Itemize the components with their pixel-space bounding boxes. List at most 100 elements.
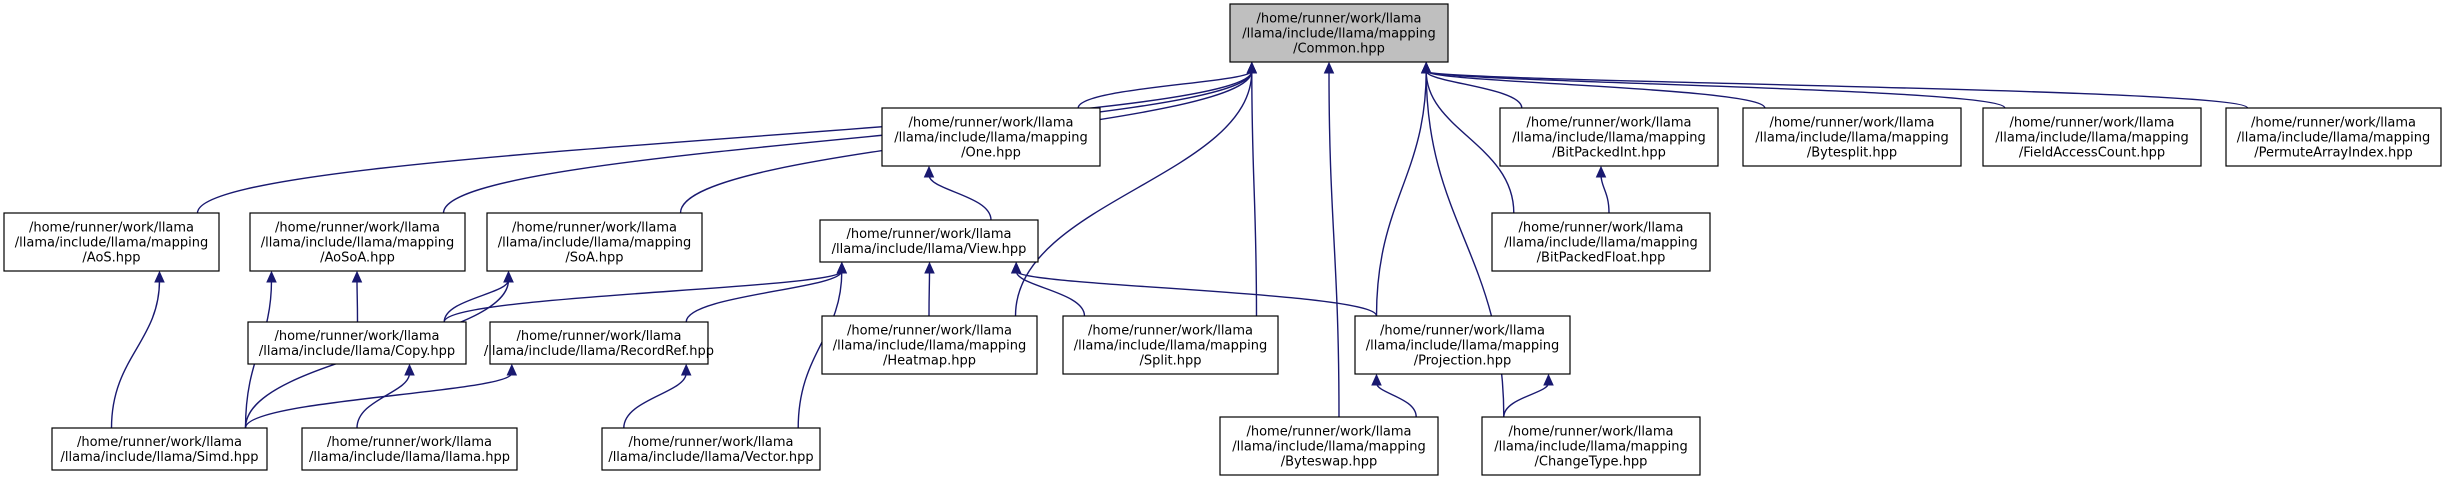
node-one[interactable]: /home/runner/work/llama/llama/include/ll… [881, 107, 1101, 167]
edges-layer [110, 61, 2249, 429]
node-label-line: /home/runner/work/llama [29, 221, 194, 236]
node-label-line: /home/runner/work/llama [2251, 116, 2416, 131]
edge-copy-to-aosoa [356, 279, 359, 323]
arrowhead-simd-to-aos [154, 270, 165, 283]
edge-vector-to-view [797, 270, 843, 429]
edge-bitpackedfloat-to-bitpackedint [1600, 174, 1610, 214]
node-label-line: /home/runner/work/llama [908, 116, 1073, 131]
node-label-line: /llama/include/llama/mapping [1232, 440, 1426, 455]
node-label-line: /llama/include/llama/Simd.hpp [61, 450, 259, 465]
node-label-line: /llama/include/llama/mapping [833, 339, 1027, 354]
arrowhead-simd-to-recordref [506, 363, 518, 376]
node-label-line: /llama/include/llama/mapping [1074, 339, 1268, 354]
edge-recordref-to-view [685, 270, 843, 323]
node-vector[interactable]: /home/runner/work/llama/llama/include/ll… [601, 427, 821, 471]
node-box-simd [51, 427, 268, 471]
arrowhead-changetype-to-common [1420, 61, 1432, 74]
node-label-line: /llama/include/llama/mapping [1494, 440, 1688, 455]
edge-simd-to-recordref [244, 372, 513, 429]
node-label-line: /home/runner/work/llama [1526, 116, 1691, 131]
node-label-line: /AoS.hpp [82, 251, 140, 266]
arrowhead-split-to-common [1246, 61, 1258, 74]
node-soa[interactable]: /home/runner/work/llama/llama/include/ll… [486, 212, 703, 272]
node-label-line: /BitPackedInt.hpp [1552, 146, 1666, 161]
node-label-line: /Bytesplit.hpp [1807, 146, 1897, 161]
node-label-line: /ChangeType.hpp [1535, 455, 1648, 470]
node-byteswap[interactable]: /home/runner/work/llama/llama/include/ll… [1219, 416, 1439, 476]
node-bitpackedfloat[interactable]: /home/runner/work/llama/llama/include/ll… [1491, 212, 1711, 272]
node-box-vector [601, 427, 821, 471]
edge-byteswap-to-projection [1375, 382, 1417, 418]
node-label-line: /llama/include/llama/mapping [894, 131, 1088, 146]
arrowhead-simd-to-aosoa [266, 270, 277, 283]
edge-projection-to-common [1375, 70, 1427, 317]
node-llama[interactable]: /home/runner/work/llama/llama/include/ll… [301, 427, 518, 471]
node-box-split [1062, 315, 1279, 375]
edge-bitpackedint-to-common [1425, 70, 1523, 109]
node-label-line: /llama/include/llama/mapping [1242, 27, 1436, 42]
node-label-line: /home/runner/work/llama [846, 227, 1011, 242]
node-copy[interactable]: /home/runner/work/llama/llama/include/ll… [247, 321, 467, 365]
node-label-line: /BitPackedFloat.hpp [1537, 251, 1666, 266]
arrowhead-byteswap-to-common [1323, 61, 1335, 74]
edge-permutearrayindex-to-common [1425, 70, 2249, 109]
node-aosoa[interactable]: /home/runner/work/llama/llama/include/ll… [249, 212, 466, 272]
node-label-line: /llama/include/llama/mapping [1995, 131, 2189, 146]
node-aos[interactable]: /home/runner/work/llama/llama/include/ll… [3, 212, 220, 272]
edge-aosoa-to-common [442, 70, 1253, 214]
node-label-line: /home/runner/work/llama [1088, 324, 1253, 339]
edge-fieldaccesscount-to-common [1425, 70, 2006, 109]
edge-changetype-to-projection [1503, 382, 1550, 418]
edge-simd-to-aos [110, 279, 161, 429]
node-common[interactable]: /home/runner/work/llama/llama/include/ll… [1229, 3, 1449, 63]
arrowhead-heatmap-to-view [924, 261, 935, 274]
node-label-line: /llama/include/llama/RecordRef.hpp [484, 344, 714, 359]
node-recordref[interactable]: /home/runner/work/llama/llama/include/ll… [484, 321, 714, 365]
node-label-line: /Projection.hpp [1414, 354, 1512, 369]
edge-split-to-common [1251, 70, 1258, 317]
edge-llama-to-copy [356, 372, 411, 429]
node-projection[interactable]: /home/runner/work/llama/llama/include/ll… [1354, 315, 1571, 375]
node-label-line: /home/runner/work/llama [847, 324, 1012, 339]
node-box-aos [3, 212, 220, 272]
node-label-line: /home/runner/work/llama [1769, 116, 1934, 131]
edge-aos-to-common [196, 70, 1253, 214]
arrowhead-copy-to-aosoa [351, 270, 363, 283]
node-box-heatmap [821, 315, 1038, 375]
node-permutearrayindex[interactable]: /home/runner/work/llama/llama/include/ll… [2225, 107, 2442, 167]
node-label-line: /llama/include/llama/mapping [1512, 131, 1706, 146]
node-box-bytesplit [1742, 107, 1962, 167]
node-bytesplit[interactable]: /home/runner/work/llama/llama/include/ll… [1742, 107, 1962, 167]
node-label-line: /llama/include/llama/mapping [1755, 131, 1949, 146]
edge-one-to-common [1077, 70, 1253, 109]
node-label-line: /One.hpp [961, 146, 1021, 161]
node-label-line: /AoSoA.hpp [320, 251, 395, 266]
node-box-one [881, 107, 1101, 167]
node-simd[interactable]: /home/runner/work/llama/llama/include/ll… [51, 427, 268, 471]
arrowhead-changetype-to-projection [1543, 373, 1554, 386]
node-box-fieldaccesscount [1982, 107, 2202, 167]
node-view[interactable]: /home/runner/work/llama/llama/include/ll… [819, 219, 1039, 263]
node-label-line: /home/runner/work/llama [2009, 116, 2174, 131]
arrowhead-vector-to-view [836, 261, 848, 274]
edge-copy-to-view [443, 270, 843, 323]
node-changetype[interactable]: /home/runner/work/llama/llama/include/ll… [1481, 416, 1701, 476]
node-box-soa [486, 212, 703, 272]
node-label-line: /llama/include/llama/mapping [261, 236, 455, 251]
edge-vector-to-recordref [623, 372, 687, 429]
node-heatmap[interactable]: /home/runner/work/llama/llama/include/ll… [821, 315, 1038, 375]
edge-heatmap-to-view [928, 270, 931, 317]
node-bitpackedint[interactable]: /home/runner/work/llama/llama/include/ll… [1499, 107, 1719, 167]
node-label-line: /Byteswap.hpp [1281, 455, 1378, 470]
node-label-line: /Split.hpp [1139, 354, 1201, 369]
node-box-copy [247, 321, 467, 365]
node-label-line: /llama/include/llama/mapping [498, 236, 692, 251]
node-split[interactable]: /home/runner/work/llama/llama/include/ll… [1062, 315, 1279, 375]
node-label-line: /home/runner/work/llama [1508, 425, 1673, 440]
edge-split-to-view [1015, 270, 1086, 317]
edge-projection-to-view [1015, 270, 1378, 317]
node-label-line: /home/runner/work/llama [516, 329, 681, 344]
node-fieldaccesscount[interactable]: /home/runner/work/llama/llama/include/ll… [1982, 107, 2202, 167]
node-box-byteswap [1219, 416, 1439, 476]
